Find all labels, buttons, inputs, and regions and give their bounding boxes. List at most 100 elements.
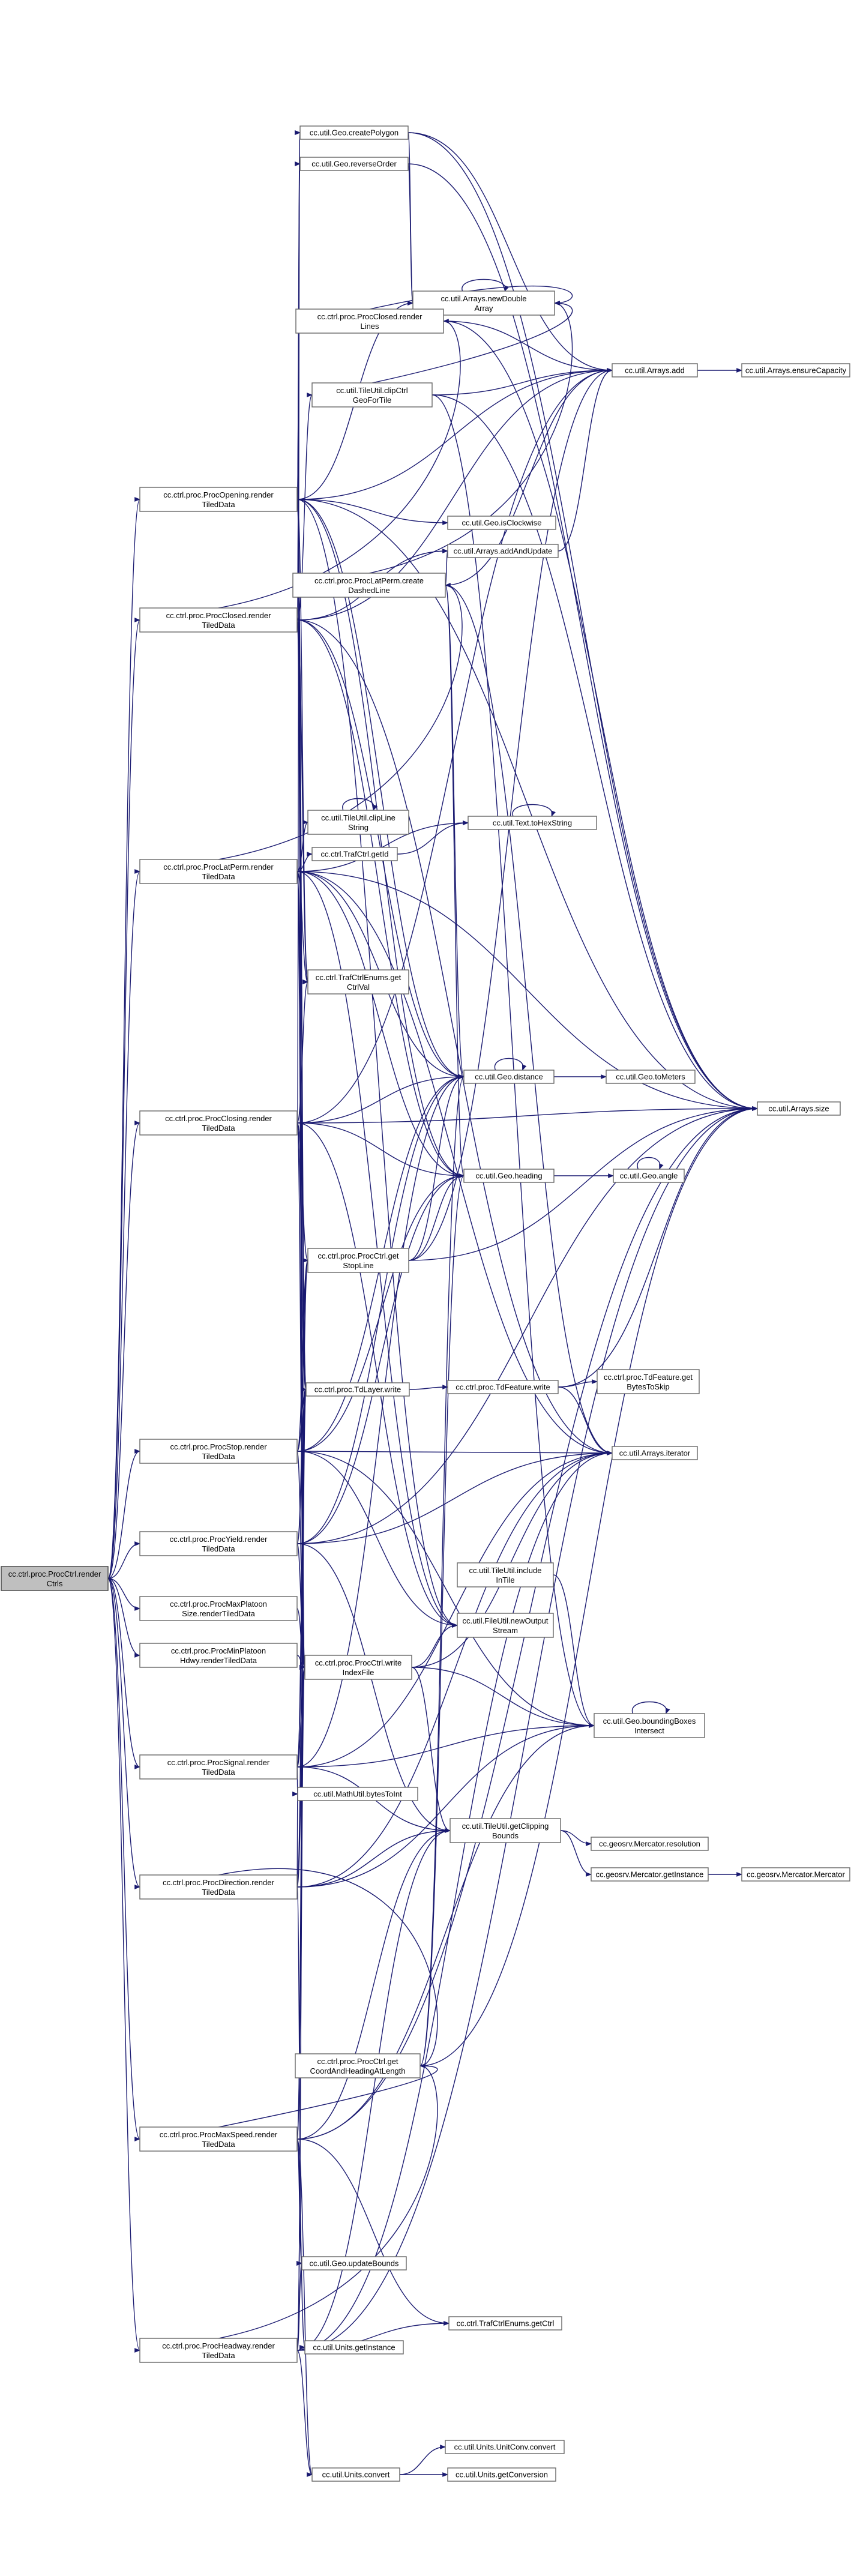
node-createdashed[interactable]: cc.ctrl.proc.ProcLatPerm.createDashedLin… xyxy=(292,573,446,598)
node-label-root-1: cc.ctrl.proc.ProcCtrl.render xyxy=(8,1569,101,1578)
node-label-closed-1: cc.ctrl.proc.ProcClosed.render xyxy=(166,611,272,620)
node-unitconvconvert[interactable]: cc.util.Units.UnitConv.convert xyxy=(445,2440,565,2454)
node-label-getstopline-1: cc.ctrl.proc.ProcCtrl.get xyxy=(317,1251,398,1260)
node-tometers[interactable]: cc.util.Geo.toMeters xyxy=(606,1070,696,1084)
edge-root-to-opening xyxy=(107,497,140,1579)
edge-getcoord-to-heading xyxy=(419,1173,465,2066)
node-getcoord[interactable]: cc.ctrl.proc.ProcCtrl.getCoordAndHeading… xyxy=(295,2053,421,2078)
node-box-newoutputstream xyxy=(457,1613,554,1638)
node-maxplatoon[interactable]: cc.ctrl.proc.ProcMaxPlatoonSize.renderTi… xyxy=(139,1596,298,1621)
node-stop[interactable]: cc.ctrl.proc.ProcStop.renderTiledData xyxy=(139,1439,298,1464)
node-label-stop-2: TiledData xyxy=(202,1452,235,1461)
edge-root-to-minplatoon xyxy=(107,1578,140,1658)
node-box-closed xyxy=(139,607,298,633)
node-maxspeed[interactable]: cc.ctrl.proc.ProcMaxSpeed.renderTiledDat… xyxy=(139,2126,298,2152)
node-label-bboxintersect-2: Intersect xyxy=(634,1726,664,1735)
node-opening[interactable]: cc.ctrl.proc.ProcOpening.renderTiledData xyxy=(139,487,298,512)
node-reverseorder[interactable]: cc.util.Geo.reverseOrder xyxy=(299,157,409,171)
node-label-bytestoskip-2: BytesToSkip xyxy=(627,1382,670,1391)
node-box-updatebounds xyxy=(301,2256,407,2271)
node-label-unitconvconvert-1: cc.util.Units.UnitConv.convert xyxy=(454,2443,556,2452)
node-box-getctrlval xyxy=(307,969,409,995)
node-box-getctrl xyxy=(448,2316,562,2331)
node-iterator[interactable]: cc.util.Arrays.iterator xyxy=(612,1446,698,1460)
node-label-closing-2: TiledData xyxy=(202,1124,235,1133)
node-resolution[interactable]: cc.geosrv.Mercator.resolution xyxy=(591,1837,709,1851)
node-getctrl[interactable]: cc.ctrl.TrafCtrlEnums.getCtrl xyxy=(448,2316,562,2331)
node-getinstance[interactable]: cc.geosrv.Mercator.getInstance xyxy=(591,1867,709,1882)
node-box-iterator xyxy=(612,1446,698,1460)
node-distance[interactable]: cc.util.Geo.distance xyxy=(463,1070,555,1084)
node-label-tohexstring-1: cc.util.Text.toHexString xyxy=(493,819,572,828)
node-tdfeaturewrite[interactable]: cc.ctrl.proc.TdFeature.write xyxy=(447,1380,559,1394)
node-minplatoon[interactable]: cc.ctrl.proc.ProcMinPlatoonHdwy.renderTi… xyxy=(139,1643,298,1668)
node-createpolygon[interactable]: cc.util.Geo.createPolygon xyxy=(299,125,409,140)
node-unitsconvert[interactable]: cc.util.Units.convert xyxy=(311,2467,400,2482)
node-heading[interactable]: cc.util.Geo.heading xyxy=(463,1169,555,1183)
node-label-maxplatoon-2: Size.renderTiledData xyxy=(182,1609,255,1618)
edge-latperm-to-getid xyxy=(296,852,313,872)
edge-direction-to-getcoord xyxy=(218,1868,438,2068)
node-arrayssize[interactable]: cc.util.Arrays.size xyxy=(757,1101,841,1116)
node-getconversion[interactable]: cc.util.Units.getConversion xyxy=(447,2467,556,2482)
edge-getcoord-to-distance xyxy=(419,1074,465,2066)
edge-createdashed-to-arraysadd xyxy=(445,368,613,586)
edge-closedlines-to-arrayssize xyxy=(443,320,758,1111)
edge-getid-to-tohexstring xyxy=(397,820,469,855)
node-isclockwise[interactable]: cc.util.Geo.isClockwise xyxy=(447,516,556,530)
edge-signal-to-distance xyxy=(296,1074,465,1768)
node-arraysadd[interactable]: cc.util.Arrays.add xyxy=(612,363,698,378)
node-angle[interactable]: cc.util.Geo.angle xyxy=(613,1169,685,1183)
node-closed[interactable]: cc.ctrl.proc.ProcClosed.renderTiledData xyxy=(139,607,298,633)
edge-headway-to-getclipping xyxy=(296,1828,451,2351)
node-headway[interactable]: cc.ctrl.proc.ProcHeadway.renderTiledData xyxy=(139,2338,298,2363)
node-tdlayerwrite[interactable]: cc.ctrl.proc.TdLayer.write xyxy=(305,1382,410,1397)
node-closing[interactable]: cc.ctrl.proc.ProcClosing.renderTiledData xyxy=(139,1110,298,1136)
edge-root-to-maxplatoon xyxy=(107,1578,140,1611)
node-box-addandupdate xyxy=(447,544,559,558)
node-label-maxspeed-2: TiledData xyxy=(202,2140,235,2149)
edge-yield-to-heading xyxy=(296,1173,465,1544)
node-latperm[interactable]: cc.ctrl.proc.ProcLatPerm.renderTiledData xyxy=(139,859,298,884)
node-label-latperm-2: TiledData xyxy=(202,872,235,881)
node-label-includeintile-1: cc.util.TileUtil.include xyxy=(469,1566,542,1575)
node-label-tdfeaturewrite-1: cc.ctrl.proc.TdFeature.write xyxy=(456,1383,550,1392)
edge-getstopline-to-arrayssize xyxy=(408,1106,758,1261)
node-label-yield-2: TiledData xyxy=(202,1544,235,1553)
edge-newdoublearray-self-loop xyxy=(462,278,510,292)
node-mercator[interactable]: cc.geosrv.Mercator.Mercator xyxy=(741,1867,850,1882)
edge-getstopline-to-arraysadd xyxy=(408,368,613,1261)
edge-createpolygon-to-arraysadd xyxy=(407,132,613,373)
node-box-getconversion xyxy=(447,2467,556,2482)
node-getid[interactable]: cc.ctrl.TrafCtrl.getId xyxy=(311,847,398,861)
node-yield[interactable]: cc.ctrl.proc.ProcYield.renderTiledData xyxy=(139,1531,298,1556)
node-box-distance xyxy=(463,1070,555,1084)
node-tohexstring[interactable]: cc.util.Text.toHexString xyxy=(468,816,597,830)
node-updatebounds[interactable]: cc.util.Geo.updateBounds xyxy=(301,2256,407,2271)
node-unitsgetinstance[interactable]: cc.util.Units.getInstance xyxy=(304,2340,404,2355)
edge-maxspeed-to-bboxintersect xyxy=(296,1723,595,2140)
node-bytestoint[interactable]: cc.util.MathUtil.bytesToInt xyxy=(297,1787,418,1801)
node-label-newoutputstream-1: cc.util.FileUtil.newOutput xyxy=(462,1616,548,1625)
node-direction[interactable]: cc.ctrl.proc.ProcDirection.renderTiledDa… xyxy=(139,1874,298,1900)
node-ensurecap[interactable]: cc.util.Arrays.ensureCapacity xyxy=(741,363,850,378)
node-addandupdate[interactable]: cc.util.Arrays.addAndUpdate xyxy=(447,544,559,558)
node-label-getid-1: cc.ctrl.TrafCtrl.getId xyxy=(321,850,389,859)
node-box-tdlayerwrite xyxy=(305,1382,410,1397)
node-signal[interactable]: cc.ctrl.proc.ProcSignal.renderTiledData xyxy=(139,1754,298,1780)
call-edges xyxy=(107,131,758,2477)
edge-closedlines-to-arraysadd xyxy=(443,320,613,373)
